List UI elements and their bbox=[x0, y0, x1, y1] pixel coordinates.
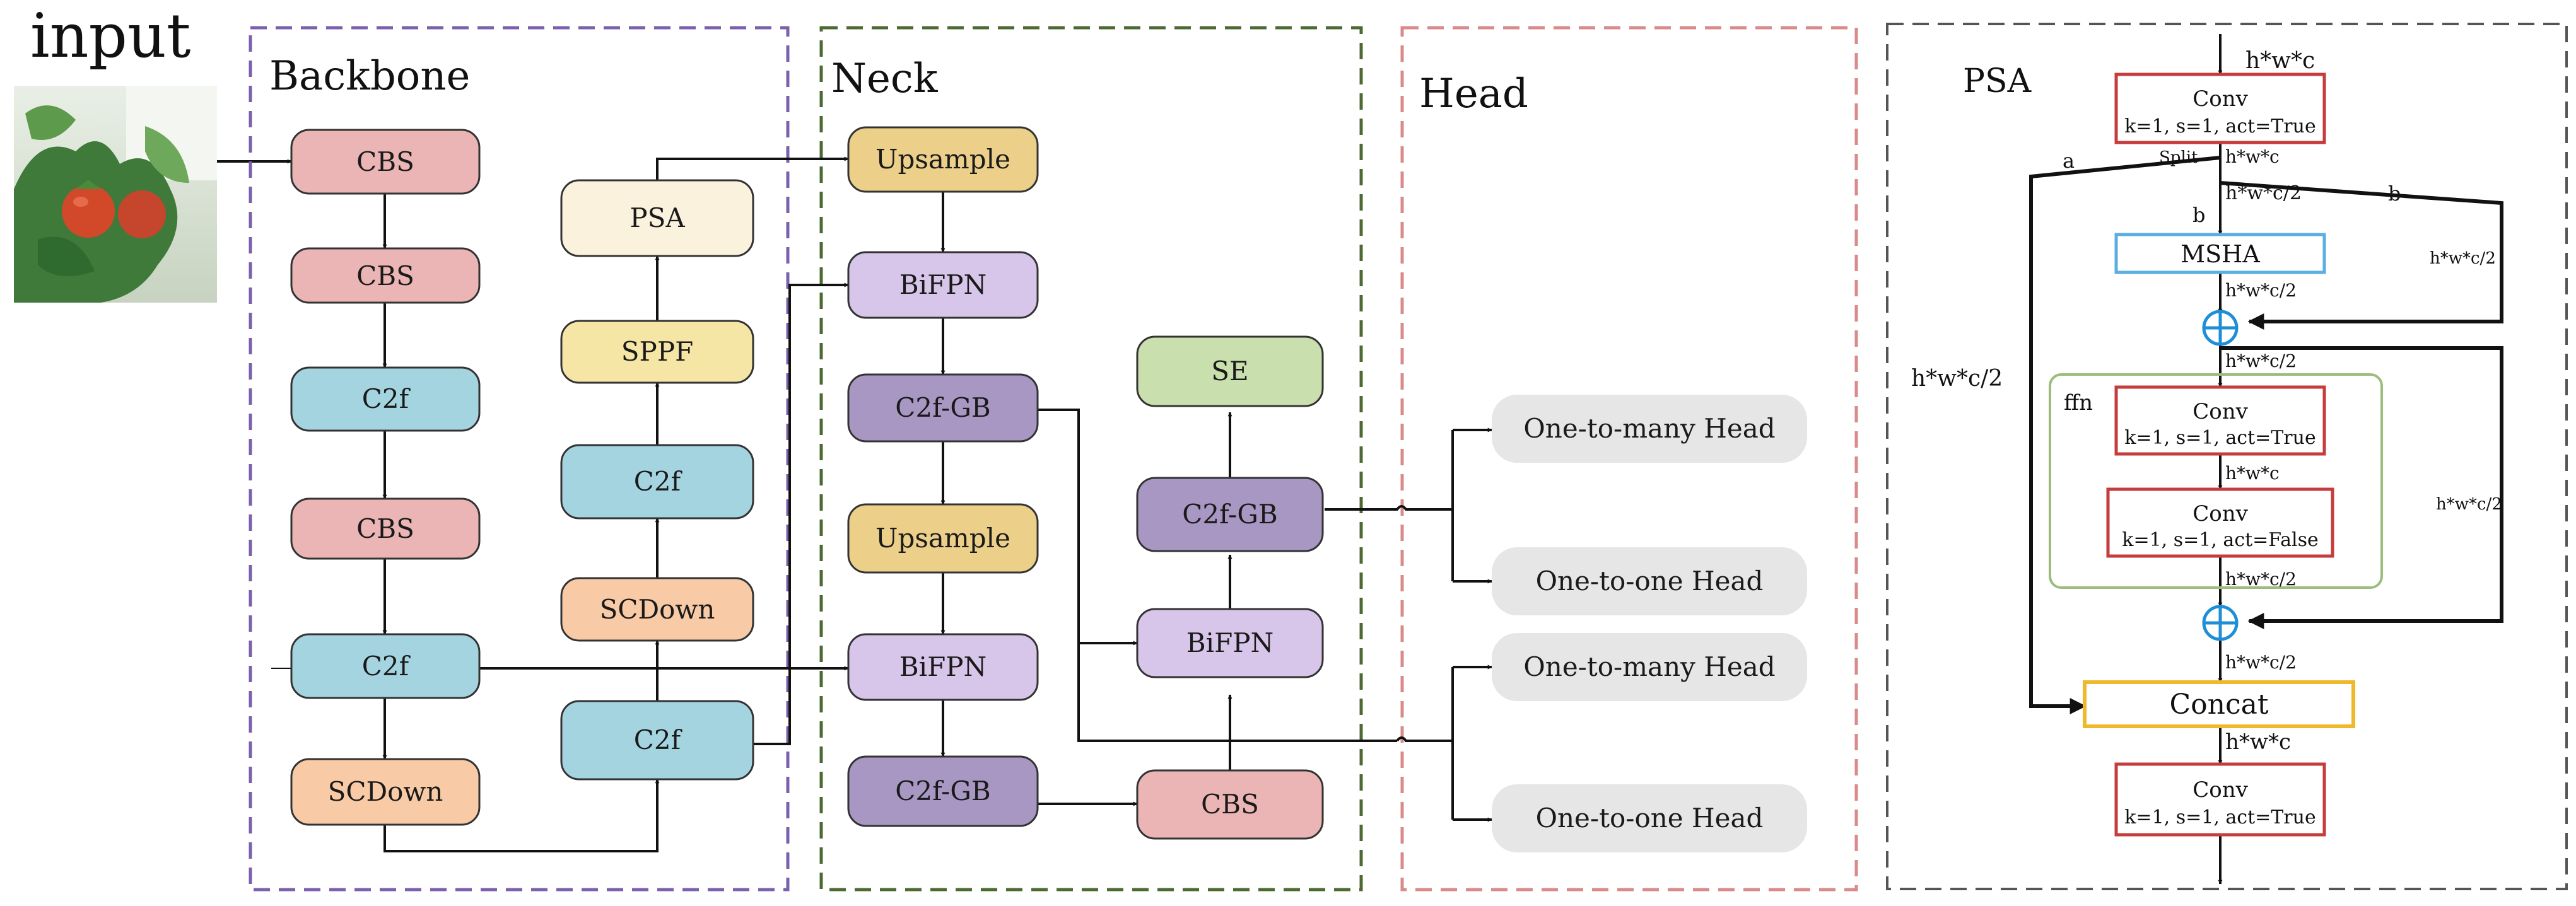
psa-label-a: a bbox=[2063, 149, 2075, 173]
neck-c2fgb-1-label: C2f-GB bbox=[895, 392, 991, 423]
neck-bifpn-1: BiFPN bbox=[847, 251, 1039, 319]
neck-upsample-1: Upsample bbox=[847, 126, 1039, 193]
psa-in-dim: h*w*c bbox=[2245, 48, 2315, 74]
head-one-to-one-2-label: One-to-one Head bbox=[1536, 803, 1764, 833]
neck-bifpn-1-label: BiFPN bbox=[899, 269, 986, 300]
neck-cbs-label: CBS bbox=[1201, 789, 1259, 820]
neck-c2fgb-3-label: C2f-GB bbox=[1182, 499, 1278, 530]
neck-bifpn-3-label: BiFPN bbox=[1186, 627, 1273, 658]
backbone-cbs-1-label: CBS bbox=[356, 146, 414, 177]
psa-ffn-label: ffn bbox=[2064, 390, 2093, 415]
psa-bypass-2: h*w*c/2 bbox=[2436, 495, 2502, 514]
neck-c2fgb-2-label: C2f-GB bbox=[895, 775, 991, 806]
psa-add2-out: h*w*c/2 bbox=[2225, 652, 2297, 673]
backbone-scdown-2: SCDown bbox=[560, 577, 754, 642]
backbone-psa-label: PSA bbox=[629, 202, 685, 233]
psa-msha-out: h*w*c/2 bbox=[2225, 280, 2297, 301]
psa-left-dim: h*w*c/2 bbox=[1911, 366, 2003, 392]
psa-title: PSA bbox=[1963, 62, 2032, 100]
psa-concat: Concat bbox=[2083, 680, 2355, 728]
backbone-c2f-1: C2f bbox=[290, 366, 481, 432]
neck-se-label: SE bbox=[1211, 356, 1248, 386]
svg-text:Conv: Conv bbox=[2193, 501, 2248, 526]
backbone-c2f-2: C2f bbox=[290, 633, 481, 699]
backbone-c2f-3: C2f bbox=[560, 444, 754, 520]
psa-add-1-icon bbox=[2202, 310, 2239, 346]
backbone-sppf-label: SPPF bbox=[621, 336, 693, 367]
svg-text:Conv: Conv bbox=[2193, 86, 2248, 112]
neck-upsample-1-label: Upsample bbox=[875, 144, 1010, 175]
svg-text:k=1, s=1, act=True: k=1, s=1, act=True bbox=[2124, 115, 2315, 137]
backbone-cbs-3-label: CBS bbox=[356, 513, 414, 544]
backbone-cbs-3: CBS bbox=[290, 497, 481, 560]
neck-title: Neck bbox=[831, 55, 939, 102]
psa-msha: MSHA bbox=[2114, 233, 2326, 274]
backbone-c2f-2-label: C2f bbox=[362, 651, 411, 682]
backbone-c2f-4: C2f bbox=[560, 700, 754, 781]
neck-se: SE bbox=[1136, 335, 1324, 407]
neck-upsample-2: Upsample bbox=[847, 503, 1039, 574]
neck-bifpn-2: BiFPN bbox=[847, 633, 1039, 701]
psa-conv-4: Conv k=1, s=1, act=True bbox=[2114, 762, 2326, 837]
svg-text:Conv: Conv bbox=[2193, 777, 2248, 803]
backbone-scdown-2-label: SCDown bbox=[600, 594, 715, 625]
neck-cbs: CBS bbox=[1136, 769, 1324, 840]
head-one-to-one-2: One-to-one Head bbox=[1492, 784, 1807, 852]
neck-c2fgb-3: C2f-GB bbox=[1136, 477, 1324, 552]
neck-section bbox=[819, 26, 1363, 891]
head-one-to-one-1-label: One-to-one Head bbox=[1536, 566, 1764, 596]
psa-conv-3: Conv k=1, s=1, act=False bbox=[2106, 487, 2334, 558]
backbone-title: Backbone bbox=[269, 53, 470, 100]
backbone-cbs-2: CBS bbox=[290, 247, 481, 304]
psa-concat-out: h*w*c bbox=[2225, 729, 2291, 755]
head-one-to-many-2: One-to-many Head bbox=[1492, 633, 1807, 701]
psa-conv-1: Conv k=1, s=1, act=True bbox=[2114, 73, 2326, 144]
svg-text:Concat: Concat bbox=[2169, 688, 2268, 721]
backbone-c2f-4-label: C2f bbox=[634, 724, 683, 755]
neck-c2fgb-2: C2f-GB bbox=[847, 755, 1039, 827]
head-one-to-many-1: One-to-many Head bbox=[1492, 395, 1807, 463]
head-title: Head bbox=[1419, 71, 1528, 117]
head-one-to-one-1: One-to-one Head bbox=[1492, 547, 1807, 615]
psa-bypass-1: h*w*c/2 bbox=[2430, 249, 2496, 268]
backbone-cbs-2-label: CBS bbox=[356, 260, 414, 291]
psa-conv-2: Conv k=1, s=1, act=True bbox=[2114, 385, 2326, 456]
psa-ffn-box bbox=[2049, 373, 2383, 589]
svg-text:k=1, s=1, act=True: k=1, s=1, act=True bbox=[2124, 427, 2315, 449]
svg-text:k=1, s=1, act=False: k=1, s=1, act=False bbox=[2122, 529, 2318, 551]
psa-split: Split bbox=[2159, 148, 2198, 167]
head-one-to-many-2-label: One-to-many Head bbox=[1523, 651, 1775, 682]
psa-after-add: h*w*c/2 bbox=[2225, 351, 2297, 371]
psa-detail: Conv k=1, s=1, act=True MSHA ffn Conv k=… bbox=[1911, 34, 2503, 885]
psa-label-b1: b bbox=[2193, 203, 2205, 227]
backbone-c2f-3-label: C2f bbox=[634, 466, 683, 497]
backbone-sppf: SPPF bbox=[560, 320, 754, 384]
backbone-section bbox=[249, 26, 790, 891]
psa-dim-half-1: h*w*c/2 bbox=[2225, 182, 2302, 204]
psa-add-2-icon bbox=[2202, 605, 2239, 641]
backbone-scdown-1-label: SCDown bbox=[328, 776, 443, 807]
svg-text:MSHA: MSHA bbox=[2181, 240, 2260, 268]
input-title: input bbox=[30, 1, 190, 71]
connectors bbox=[271, 156, 1492, 852]
neck-c2fgb-1: C2f-GB bbox=[847, 373, 1039, 443]
backbone-c2f-1-label: C2f bbox=[362, 383, 411, 414]
backbone-cbs-1: CBS bbox=[290, 129, 481, 195]
psa-split-dim: h*w*c bbox=[2225, 146, 2280, 167]
psa-section bbox=[1886, 23, 2568, 890]
neck-bifpn-2-label: BiFPN bbox=[899, 651, 986, 682]
psa-conv3-out: h*w*c/2 bbox=[2225, 569, 2297, 589]
psa-conv2-out: h*w*c bbox=[2225, 463, 2280, 484]
head-one-to-many-1-label: One-to-many Head bbox=[1523, 413, 1775, 444]
head-section bbox=[1400, 26, 1858, 891]
neck-upsample-2-label: Upsample bbox=[875, 523, 1010, 554]
neck-bifpn-3: BiFPN bbox=[1136, 608, 1324, 678]
svg-text:Conv: Conv bbox=[2193, 399, 2248, 424]
input-image bbox=[14, 86, 217, 303]
backbone-psa: PSA bbox=[560, 179, 754, 257]
psa-label-b2: b bbox=[2388, 182, 2401, 206]
backbone-scdown-1: SCDown bbox=[290, 758, 481, 826]
svg-text:k=1, s=1, act=True: k=1, s=1, act=True bbox=[2124, 806, 2315, 828]
